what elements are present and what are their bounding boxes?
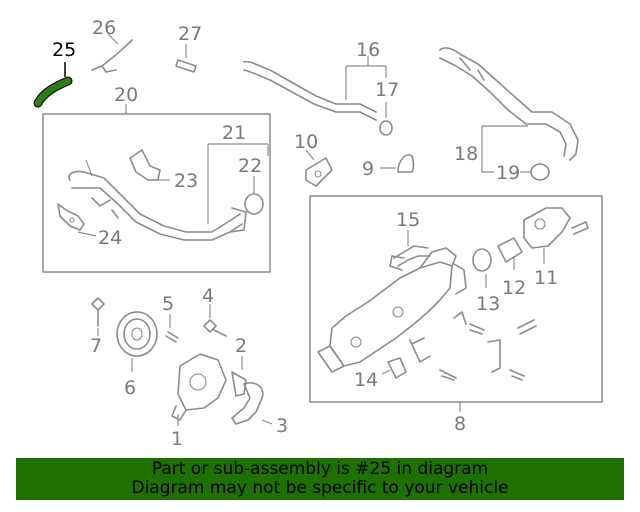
callout-26[interactable]: 26 <box>92 17 116 39</box>
part-4-bolt[interactable] <box>203 304 227 337</box>
callout-8[interactable]: 8 <box>454 413 466 435</box>
part-23-bracket[interactable] <box>129 149 170 181</box>
banner-line-1: Part or sub-assembly is #25 in diagram <box>151 459 489 479</box>
callout-4[interactable]: 4 <box>202 285 214 307</box>
part-22-gasket[interactable] <box>244 176 264 215</box>
callout-14[interactable]: 14 <box>354 369 378 391</box>
callout-23[interactable]: 23 <box>174 170 198 192</box>
part-16-pipe[interactable] <box>243 56 387 121</box>
bolt-right[interactable] <box>571 221 589 235</box>
part-19-o-ring[interactable] <box>520 163 550 181</box>
part-6-pulley[interactable] <box>116 311 158 372</box>
part-11-outlet[interactable] <box>523 207 571 264</box>
part-10-bracket[interactable] <box>305 149 333 187</box>
part-24-bracket[interactable] <box>57 203 97 237</box>
callout-12[interactable]: 12 <box>502 277 526 299</box>
callout-10[interactable]: 10 <box>294 131 318 153</box>
part-1-water-pump[interactable] <box>171 353 227 426</box>
callout-2[interactable]: 2 <box>235 335 247 357</box>
callout-24[interactable]: 24 <box>98 227 122 249</box>
callout-25[interactable]: 25 <box>52 39 76 61</box>
part-25-hose[interactable] <box>33 62 73 108</box>
part-5-pin[interactable] <box>165 314 179 343</box>
part-3-gasket[interactable] <box>231 382 273 425</box>
callout-18[interactable]: 18 <box>454 143 478 165</box>
banner-line-2: Diagram may not be specific to your vehi… <box>131 478 509 498</box>
callout-22[interactable]: 22 <box>238 155 262 177</box>
part-17-o-ring[interactable] <box>379 102 393 136</box>
sub-assembly-20-box <box>42 113 271 273</box>
part-26-pipe[interactable] <box>91 33 133 73</box>
callout-19[interactable]: 19 <box>496 162 520 184</box>
callout-16[interactable]: 16 <box>356 39 380 61</box>
callout-1[interactable]: 1 <box>171 428 183 450</box>
callout-17[interactable]: 17 <box>375 79 399 101</box>
part-12-thermostat[interactable] <box>497 237 523 270</box>
part-9-cap[interactable] <box>380 154 415 173</box>
part-13-gasket[interactable] <box>472 248 492 288</box>
part-27-bolt[interactable] <box>175 44 197 73</box>
part-21-pipe[interactable] <box>68 143 269 241</box>
callout-15[interactable]: 15 <box>396 209 420 231</box>
part-15-hose[interactable] <box>393 230 431 267</box>
callout-9[interactable]: 9 <box>362 158 374 180</box>
callout-5[interactable]: 5 <box>162 293 174 315</box>
callout-3[interactable]: 3 <box>276 415 288 437</box>
callout-11[interactable]: 11 <box>534 267 558 289</box>
part-7-bolt[interactable] <box>91 297 105 336</box>
part-18-pipe[interactable] <box>439 47 579 173</box>
small-parts-cluster <box>409 311 537 381</box>
callout-6[interactable]: 6 <box>124 377 136 399</box>
thermostat-housing[interactable] <box>317 247 467 373</box>
part-2-gasket[interactable] <box>231 356 247 397</box>
callout-13[interactable]: 13 <box>476 293 500 315</box>
info-banner: Part or sub-assembly is #25 in diagram D… <box>16 458 624 500</box>
callout-20[interactable]: 20 <box>114 84 138 106</box>
callout-21[interactable]: 21 <box>222 122 246 144</box>
callout-7[interactable]: 7 <box>90 335 102 357</box>
part-14-sensor[interactable] <box>381 357 407 379</box>
callout-27[interactable]: 27 <box>178 23 202 45</box>
sub-assembly-8-box <box>309 195 603 403</box>
